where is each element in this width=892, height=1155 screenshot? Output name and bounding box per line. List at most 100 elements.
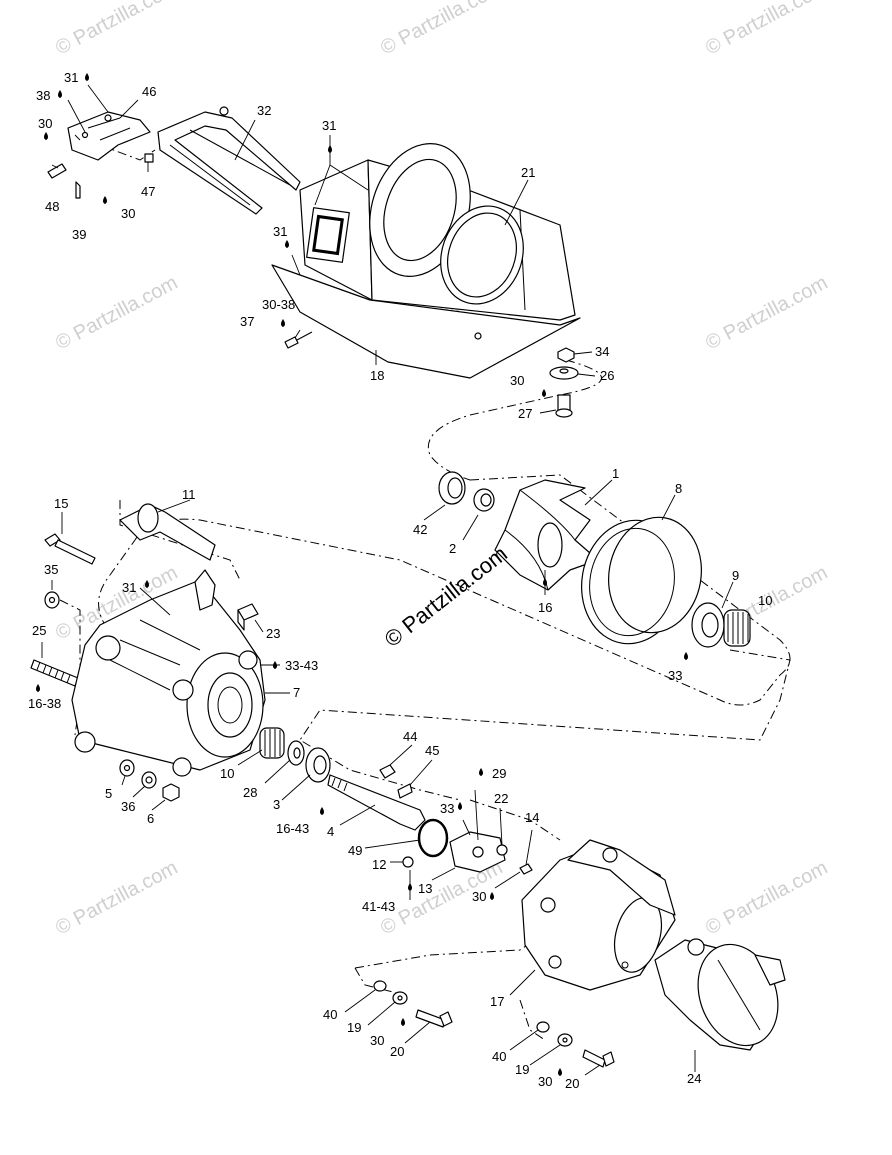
part-28-washer — [287, 740, 305, 766]
part-label: 37 — [240, 314, 254, 329]
oil-drop-icon — [479, 768, 483, 776]
part-label: 42 — [413, 522, 427, 537]
part-10-sleeve-lower — [259, 727, 285, 759]
part-label: 20 — [565, 1076, 579, 1091]
part-label: 29 — [492, 766, 506, 781]
parts-34-26-27-fasteners — [549, 347, 579, 418]
part-label: 16-43 — [276, 821, 309, 836]
parts-5-36-6-nuts — [119, 759, 180, 802]
oil-drop-icon — [103, 196, 107, 204]
part-label: 5 — [105, 786, 112, 801]
part-label: 2 — [449, 541, 456, 556]
part-label: 19 — [347, 1020, 361, 1035]
part-label: 21 — [521, 165, 535, 180]
part-label: 40 — [492, 1049, 506, 1064]
watermark: © Partzilla.com — [702, 0, 831, 59]
part-label: 16 — [538, 600, 552, 615]
part-label: 7 — [293, 685, 300, 700]
part-label: 28 — [243, 785, 257, 800]
assembly-guide-lines — [59, 144, 791, 1041]
guide-line — [98, 474, 791, 706]
part-31-ring — [369, 143, 471, 277]
oil-drop-icon — [458, 802, 462, 810]
part-32-strap — [157, 106, 301, 215]
part-label: 30 — [370, 1033, 384, 1048]
part-label: 19 — [515, 1062, 529, 1077]
part-2-spacer — [473, 488, 495, 512]
part-label: 18 — [370, 368, 384, 383]
oil-drop-icon — [145, 580, 149, 588]
oil-drop-icon — [558, 1068, 562, 1076]
part-label: 38 — [36, 88, 50, 103]
part-label: 33 — [668, 668, 682, 683]
oil-drop-icon — [320, 807, 324, 815]
oil-drop-icons — [36, 73, 688, 1076]
part-label: 14 — [525, 810, 539, 825]
part-label: 10 — [758, 593, 772, 608]
oil-drop-icon — [281, 319, 285, 327]
part-label: 39 — [72, 227, 86, 242]
oil-drop-icon — [543, 578, 547, 586]
guide-line — [99, 144, 156, 161]
oil-drop-icon — [85, 73, 89, 81]
part-label: 30 — [472, 889, 486, 904]
oil-drop-icon — [684, 652, 688, 660]
part-label: 25 — [32, 623, 46, 638]
part-13-cover — [449, 831, 506, 873]
part-label: 30 — [38, 116, 52, 131]
part-label: 27 — [518, 406, 532, 421]
guide-line — [354, 967, 406, 996]
part-label: 32 — [257, 103, 271, 118]
part-label: 13 — [418, 881, 432, 896]
part-1-impeller — [494, 479, 599, 591]
oil-drop-icon — [44, 132, 48, 140]
part-15-bolt — [44, 533, 96, 565]
part-label: 46 — [142, 84, 156, 99]
guide-line — [428, 359, 602, 481]
part-44-45-bolts — [379, 764, 413, 799]
part-label: 9 — [732, 568, 739, 583]
oil-drop-icon — [36, 684, 40, 692]
part-label: 47 — [141, 184, 155, 199]
watermark: © Partzilla.com — [702, 272, 831, 355]
part-label: 34 — [595, 344, 609, 359]
guide-line — [354, 911, 581, 969]
part-9-bearing — [691, 602, 725, 648]
part-label: 33-43 — [285, 658, 318, 673]
part-label: 45 — [425, 743, 439, 758]
part-label: 16-38 — [28, 696, 61, 711]
part-label: 17 — [490, 994, 504, 1009]
part-label: 26 — [600, 368, 614, 383]
part-label: 20 — [390, 1044, 404, 1059]
lower-right-fasteners-40-19-20 — [536, 1021, 615, 1068]
part-label: 3 — [273, 797, 280, 812]
part-label: 31 — [122, 580, 136, 595]
part-label: 4 — [327, 824, 334, 839]
part-label: 30-38 — [262, 297, 295, 312]
part-label: 23 — [266, 626, 280, 641]
copyright-text: © Partzilla.com — [380, 541, 512, 652]
watermark: © Partzilla.com — [52, 0, 181, 59]
part-label: 15 — [54, 496, 68, 511]
watermark: © Partzilla.com — [52, 272, 181, 355]
part-3-bearing — [305, 747, 331, 783]
oil-drop-icon — [328, 145, 332, 153]
oil-drop-icon — [273, 661, 277, 669]
part-label: 33 — [440, 801, 454, 816]
part-10-sleeve — [723, 609, 751, 647]
part-4-driveshaft — [327, 774, 426, 831]
guide-line — [519, 999, 546, 1041]
oil-drop-icon — [58, 90, 62, 98]
part-label: 24 — [687, 1071, 701, 1086]
oil-drop-icon — [401, 1018, 405, 1026]
part-label: 49 — [348, 843, 362, 858]
oil-drop-icon — [490, 892, 494, 900]
part-35-washer — [44, 591, 60, 609]
part-labels: 31 38 46 30 32 47 48 30 39 31 21 31 30-3… — [28, 70, 772, 1091]
part-label: 30 — [121, 206, 135, 221]
oil-drop-icon — [408, 883, 412, 891]
part-42-bushing — [438, 471, 466, 505]
part-label: 31 — [322, 118, 336, 133]
watermark: © Partzilla.com — [52, 857, 181, 940]
